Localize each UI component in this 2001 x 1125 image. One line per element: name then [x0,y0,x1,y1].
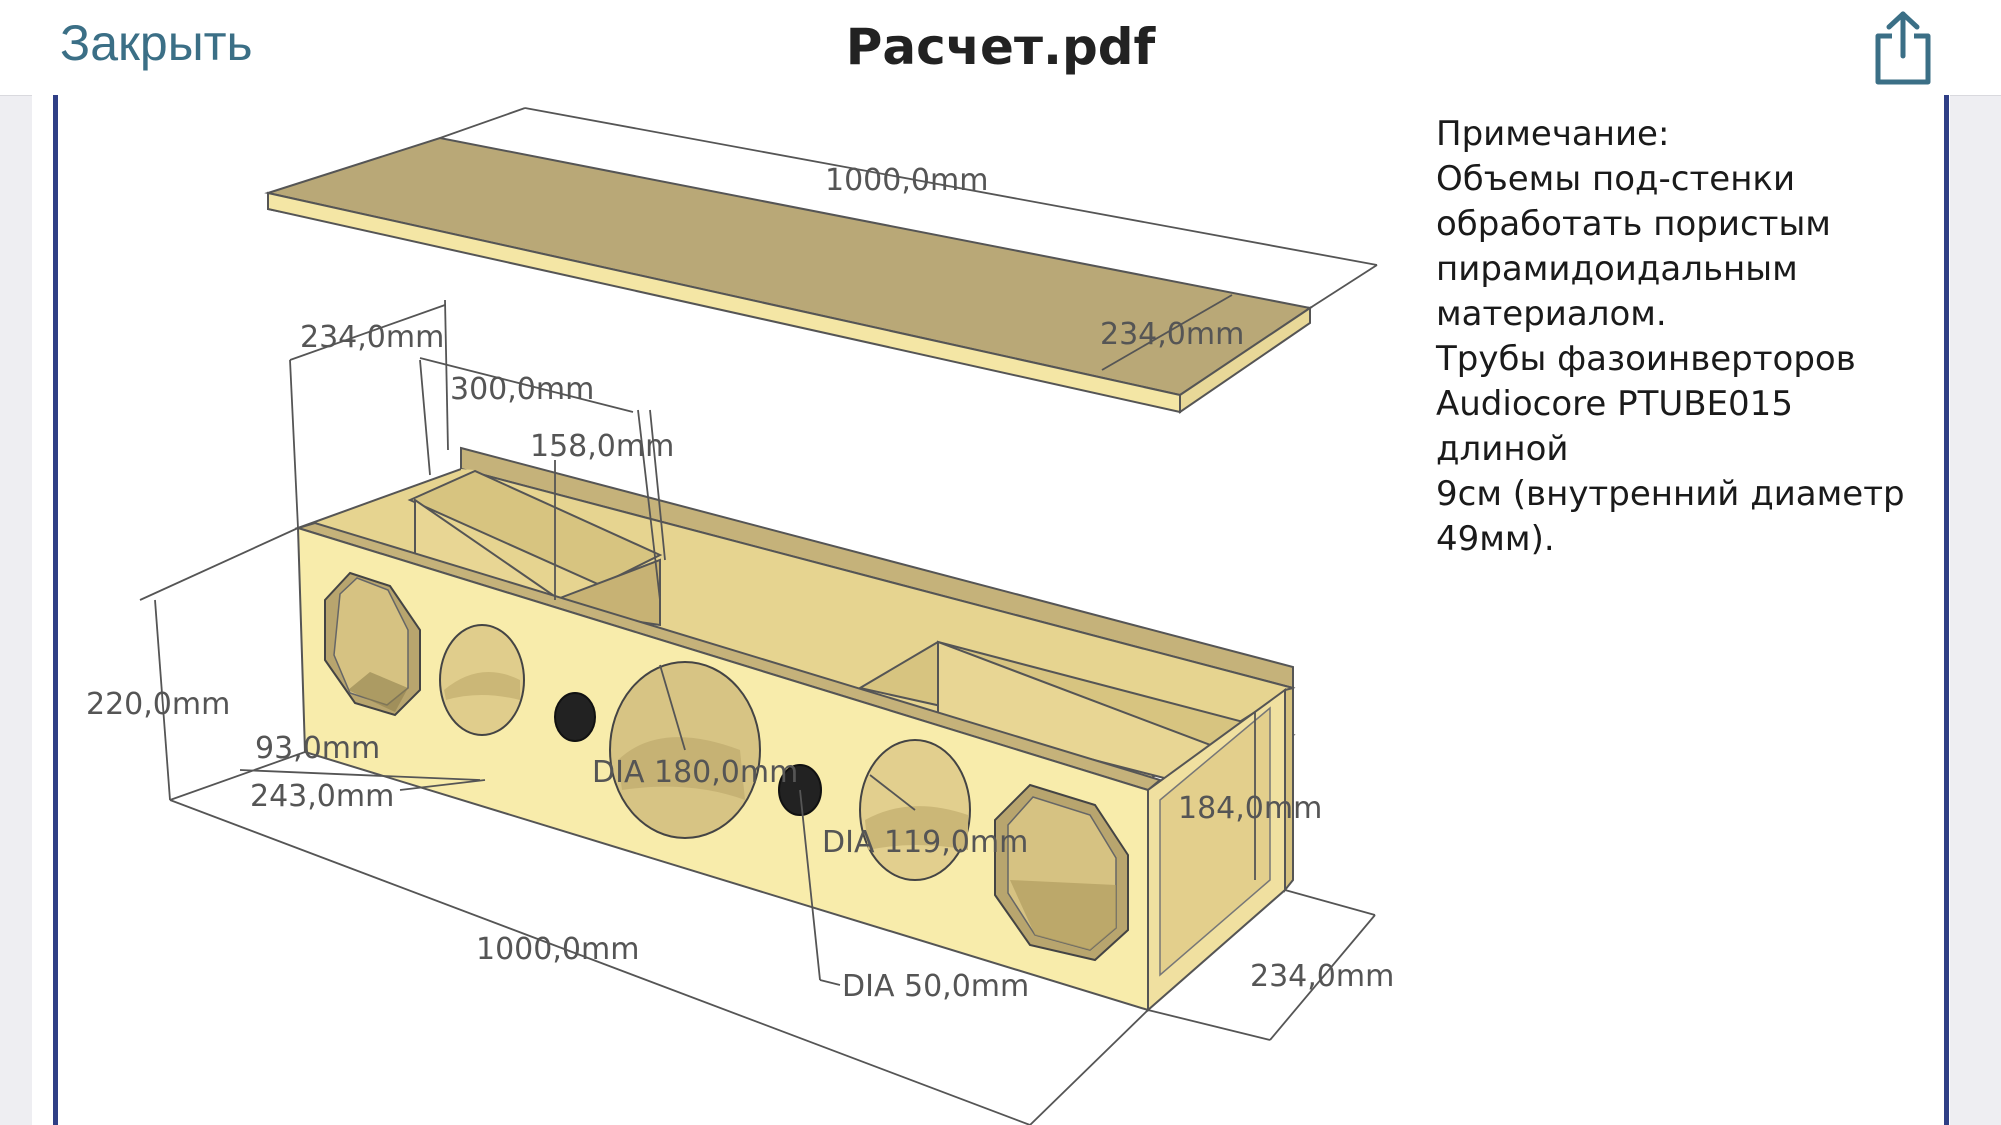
close-button[interactable]: Закрыть [60,15,253,71]
top-navigation-bar: Закрыть Расчет.pdf [0,0,2001,96]
octagon-port-right [994,783,1129,962]
note-block: Примечание: Объемы под-стенки обработать… [1436,112,1906,562]
dim-bottom-length: 1000,0mm [476,932,639,967]
note-line: 49мм). [1436,519,1555,559]
dim-dia-119: DIA 119,0mm [822,825,1028,860]
note-line: 9см (внутренний диаметр [1436,474,1905,514]
dim-right-depth: 234,0mm [1250,959,1394,994]
dim-left-depth: 234,0mm [300,320,444,355]
note-line: Трубы фазоинверторов [1436,339,1856,379]
dim-inner-height: 184,0mm [1178,791,1322,826]
dim-compartment-158: 158,0mm [530,429,674,464]
octagon-port-left [324,571,421,717]
port-hole-left [554,692,596,742]
share-icon[interactable] [1868,8,1938,88]
round-hole-small-left [439,624,525,736]
dim-offset-93: 93,0mm [255,731,380,766]
dim-lid-length: 1000,0mm [825,163,988,198]
note-line: обработать пористым [1436,204,1831,244]
dimension-lines [139,107,1378,1125]
note-heading: Примечание: [1436,114,1670,154]
dim-dia-50: DIA 50,0mm [842,969,1029,1004]
interior [294,467,1296,802]
dim-lid-width: 234,0mm [1100,317,1244,352]
dim-offset-243: 243,0mm [250,779,394,814]
lid-panel [264,136,1313,414]
document-title: Расчет.pdf [845,18,1156,76]
note-line: пирамидоидальным [1436,249,1798,289]
note-line: материалом. [1436,294,1667,334]
dim-compartment-300: 300,0mm [450,372,594,407]
note-line: Audiocore PTUBE015 длиной [1436,384,1793,469]
dim-dia-180: DIA 180,0mm [592,755,798,790]
note-line: Объемы под-стенки [1436,159,1796,199]
right-end-panel [1147,686,1294,1013]
dim-height: 220,0mm [86,687,230,722]
